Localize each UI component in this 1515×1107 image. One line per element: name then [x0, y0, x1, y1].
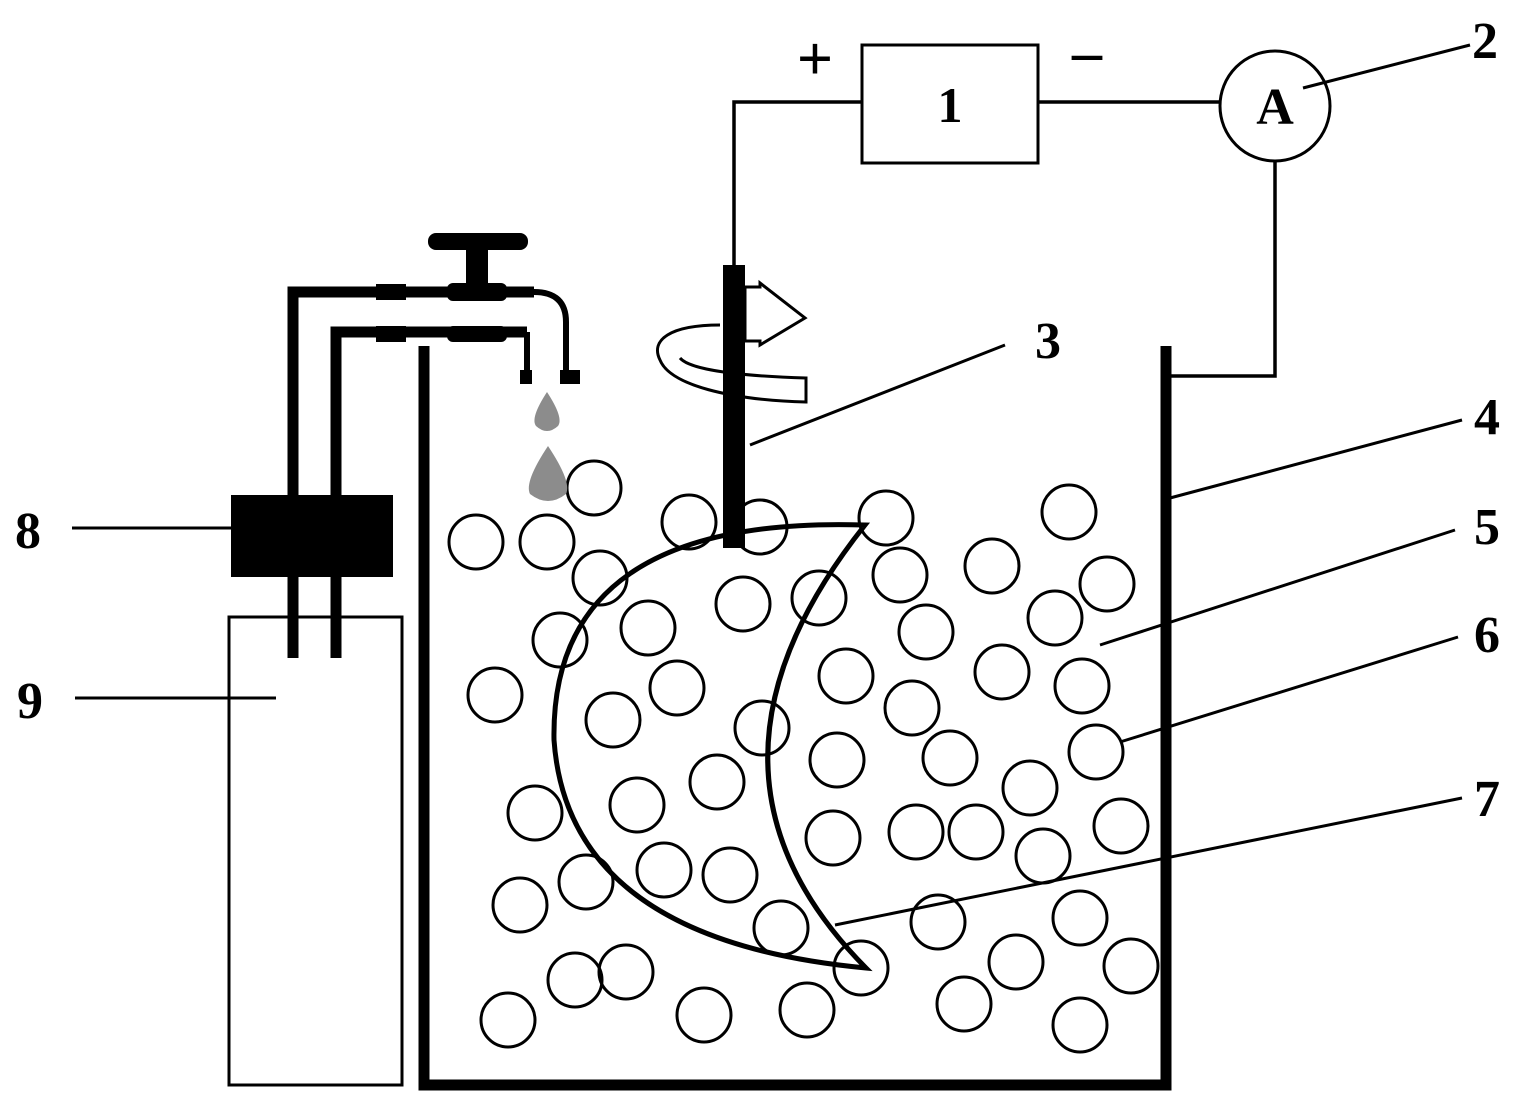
abrasive-particle	[887, 803, 945, 861]
abrasive-particle	[883, 679, 941, 737]
label-5: 5	[1474, 499, 1500, 556]
abrasive-particle	[921, 729, 979, 787]
reservoir	[227, 615, 404, 1087]
abrasive-particle	[1067, 723, 1125, 781]
abrasive-particle	[1078, 555, 1136, 613]
abrasive-particle	[565, 459, 623, 517]
abrasive-particle	[518, 513, 576, 571]
abrasive-particle	[1102, 937, 1160, 995]
faucet	[376, 283, 580, 384]
label-6: 6	[1474, 607, 1500, 664]
abrasive-particle	[808, 731, 866, 789]
abrasive-particle	[832, 939, 890, 997]
tank-wall	[418, 346, 1172, 1091]
label-8: 8	[15, 503, 41, 560]
droplet-icons	[528, 392, 568, 501]
abrasive-particle	[675, 986, 733, 1044]
crescent-workpiece	[551, 522, 873, 972]
rotation-arrow-icon	[656, 279, 808, 404]
power-supply: 1	[860, 43, 1040, 165]
abrasive-particle	[817, 647, 875, 705]
valve-handle-icon	[428, 233, 528, 288]
valve-pump-block	[231, 495, 393, 577]
abrasive-particle	[597, 943, 655, 1001]
label-9: 9	[17, 673, 43, 730]
leader-lines	[72, 43, 1471, 927]
abrasive-particle	[688, 753, 746, 811]
abrasive-particle	[897, 603, 955, 661]
abrasive-particle	[1026, 589, 1084, 647]
abrasive-particle	[857, 489, 915, 547]
abrasive-particle	[963, 537, 1021, 595]
supply-pipes	[287, 286, 534, 658]
abrasive-particle	[790, 569, 848, 627]
abrasive-particle	[1092, 797, 1150, 855]
abrasive-particle	[1053, 657, 1111, 715]
abrasive-particle	[733, 699, 791, 757]
abrasive-particle	[557, 853, 615, 911]
abrasive-particle	[987, 933, 1045, 991]
ammeter: A	[1218, 49, 1332, 163]
abrasive-particle	[635, 841, 693, 899]
abrasive-particle	[973, 643, 1031, 701]
abrasive-particle	[871, 546, 929, 604]
abrasive-particles	[447, 459, 1160, 1054]
abrasive-particle	[1051, 889, 1109, 947]
abrasive-particle	[947, 803, 1005, 861]
abrasive-particle	[506, 784, 564, 842]
abrasive-particle	[909, 893, 967, 951]
abrasive-particle	[701, 846, 759, 904]
label-7: 7	[1474, 771, 1500, 828]
plus-sign: +	[797, 23, 833, 94]
abrasive-particle	[447, 513, 505, 571]
power-supply-label: 1	[938, 77, 963, 133]
droplet-icon	[528, 446, 568, 501]
abrasive-particle	[546, 951, 604, 1009]
minus-sign: –	[1071, 19, 1103, 85]
workpiece-shaft	[723, 265, 745, 548]
abrasive-particle	[531, 611, 589, 669]
abrasive-particle	[1051, 996, 1109, 1054]
abrasive-particle	[935, 975, 993, 1033]
abrasive-particle	[571, 549, 629, 607]
abrasive-particle	[479, 991, 537, 1049]
abrasive-particle	[648, 659, 706, 717]
abrasive-particle	[752, 899, 810, 957]
abrasive-particle	[1001, 759, 1059, 817]
ammeter-symbol: A	[1256, 79, 1294, 136]
abrasive-particle	[1014, 827, 1072, 885]
abrasive-particle	[491, 876, 549, 934]
abrasive-particle	[619, 599, 677, 657]
label-3: 3	[1035, 313, 1061, 370]
abrasive-particle	[714, 575, 772, 633]
label-2: 2	[1472, 13, 1498, 70]
abrasive-particle	[778, 981, 836, 1039]
abrasive-particle	[804, 809, 862, 867]
abrasive-particle	[731, 498, 789, 556]
abrasive-particle	[660, 493, 718, 551]
label-4: 4	[1474, 389, 1500, 446]
abrasive-particle	[584, 691, 642, 749]
abrasive-particle	[608, 776, 666, 834]
circuit-wires	[732, 100, 1277, 378]
abrasive-particle	[1040, 483, 1098, 541]
droplet-icon	[534, 392, 560, 431]
abrasive-particle	[466, 666, 524, 724]
